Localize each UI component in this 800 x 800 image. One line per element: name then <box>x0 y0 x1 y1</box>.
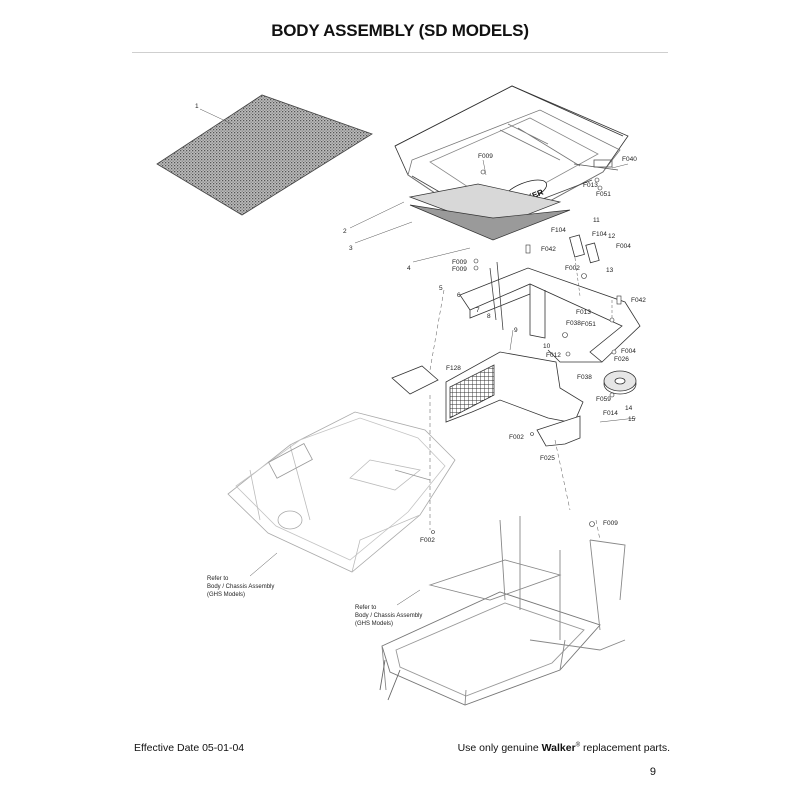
frame-bracket-part <box>459 234 641 363</box>
ref2-line2: Body / Chassis Assembly <box>355 613 422 619</box>
callout-1: 1 <box>195 103 199 110</box>
callout-f104-right: F104 <box>592 231 607 238</box>
body-plates-part <box>408 183 571 241</box>
callout-4: 4 <box>407 265 411 272</box>
callout-f128: F128 <box>446 365 461 372</box>
callout-f002-mid: F002 <box>509 434 524 441</box>
callout-7: 7 <box>476 307 480 314</box>
callout-6: 6 <box>457 292 461 299</box>
callout-9: 9 <box>514 327 518 334</box>
callout-f038-low: F038 <box>577 374 592 381</box>
callout-f040: F040 <box>622 156 637 163</box>
callout-f009-mid1: F009 <box>452 259 467 266</box>
genuine-parts-note: Use only genuine Walker® replacement par… <box>458 742 670 754</box>
callout-f042-top: F042 <box>541 246 556 253</box>
effective-date: Effective Date 05-01-04 <box>134 742 245 754</box>
ref2-line3: (GHS Models) <box>355 621 393 627</box>
genuine-parts-suffix: replacement parts. <box>580 742 670 754</box>
callout-f002-low: F002 <box>420 537 435 544</box>
callout-f012: F012 <box>546 352 561 359</box>
callout-f042-right: F042 <box>631 297 646 304</box>
title-divider <box>132 52 668 53</box>
callout-f059: F059 <box>596 396 611 403</box>
chassis-body-part <box>227 411 456 573</box>
callout-f009-mid2: F009 <box>452 266 467 273</box>
callout-f004-top: F004 <box>616 243 631 250</box>
callout-f002-top: F002 <box>565 265 580 272</box>
ref2-line1: Refer to <box>355 605 377 611</box>
ref1-line1: Refer to <box>207 576 229 582</box>
callout-f104-left: F104 <box>551 227 566 234</box>
registered-mark: ® <box>575 742 581 749</box>
side-panel-part <box>391 351 584 447</box>
callout-f013-top: F013 <box>583 182 598 189</box>
callout-f009-low: F009 <box>603 520 618 527</box>
page-title: BODY ASSEMBLY (SD MODELS) <box>271 21 529 40</box>
callout-3: 3 <box>349 245 353 252</box>
callout-f009-top: F009 <box>478 153 493 160</box>
callout-11: 11 <box>593 217 600 224</box>
callout-f014: F014 <box>603 410 618 417</box>
reference-notes: Refer to Body / Chassis Assembly (GHS Mo… <box>207 576 422 627</box>
callout-14: 14 <box>625 405 633 412</box>
callout-2: 2 <box>343 228 347 235</box>
brand-name: Walker <box>541 742 576 754</box>
ref1-line3: (GHS Models) <box>207 592 245 598</box>
pulley-part <box>603 370 637 395</box>
page-number: 9 <box>649 766 656 778</box>
genuine-parts-prefix: Use only genuine <box>457 742 542 754</box>
mesh-mat-part <box>156 94 373 216</box>
callout-5: 5 <box>439 285 443 292</box>
callout-13: 13 <box>606 267 614 274</box>
callout-12: 12 <box>608 233 616 240</box>
callout-f026: F026 <box>614 356 629 363</box>
callout-f051-mid: F051 <box>581 321 596 328</box>
callout-8: 8 <box>487 313 491 320</box>
leader-lines <box>199 108 637 606</box>
ref1-line2: Body / Chassis Assembly <box>207 584 274 590</box>
callout-15: 15 <box>628 416 636 423</box>
hardware-glyphs <box>431 169 622 534</box>
callout-10: 10 <box>543 343 551 350</box>
callout-f025: F025 <box>540 455 555 462</box>
chassis-frame-part <box>379 516 626 706</box>
callout-f013-mid: F013 <box>576 309 591 316</box>
callout-f004-mid: F004 <box>621 348 636 355</box>
callout-f051-top: F051 <box>596 191 611 198</box>
callout-f038-mid: F038 <box>566 320 581 327</box>
callout-labels: 1 2 3 4 5 6 7 8 9 10 11 12 13 14 15 F009… <box>195 103 646 544</box>
